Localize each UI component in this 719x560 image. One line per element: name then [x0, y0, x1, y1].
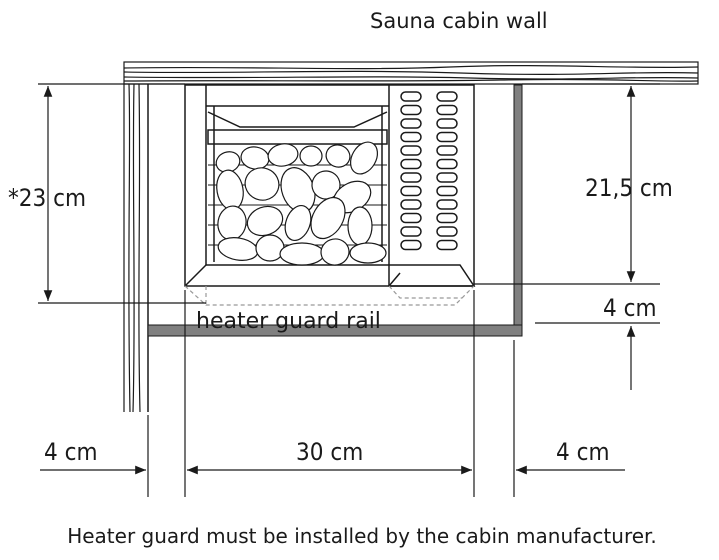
vent-slot — [400, 185, 422, 197]
sauna-stone — [349, 242, 387, 264]
vent-slot — [436, 212, 458, 224]
sauna-stone — [284, 204, 312, 242]
dim-4-vertical-label: 4 cm — [603, 294, 657, 322]
vent-slot — [436, 118, 458, 129]
caption: Heater guard must be installed by the ca… — [67, 524, 657, 548]
dim-23-label: *23 cm — [8, 184, 86, 212]
heater — [184, 84, 476, 287]
sauna-stone — [244, 167, 280, 201]
vent-slot — [436, 185, 458, 197]
dim-30-label: 30 cm — [296, 438, 363, 466]
vent-slot — [400, 226, 422, 237]
sauna-stone — [347, 206, 373, 246]
vent-slot — [400, 212, 422, 224]
vent-slot — [436, 131, 458, 143]
sauna-stone — [299, 145, 323, 167]
dim-left-gap-label: 4 cm — [44, 438, 98, 466]
vent-slot — [436, 104, 458, 116]
sauna-stone — [255, 234, 285, 262]
sauna-stone — [325, 144, 351, 168]
vent-slot — [400, 131, 422, 143]
dim-right-gap-label: 4 cm — [556, 438, 610, 466]
vent-slot — [436, 172, 458, 183]
vent-slot — [400, 145, 422, 156]
heater-guard — [147, 84, 523, 337]
vent-slot — [400, 199, 422, 210]
sauna-stone — [349, 141, 379, 175]
vent-slot — [400, 239, 422, 251]
vent-slot — [436, 91, 458, 102]
vent-slot — [436, 239, 458, 251]
vent-slot — [400, 118, 422, 129]
sauna-stone — [279, 242, 325, 266]
dim-21-5-label: 21,5 cm — [585, 174, 673, 202]
vent-slot — [436, 145, 458, 156]
side-wall — [123, 83, 149, 413]
sauna-stone — [267, 143, 299, 167]
sauna-stone — [310, 196, 346, 240]
title: Sauna cabin wall — [370, 9, 548, 33]
vent-slot — [400, 91, 422, 102]
ceiling-wall — [123, 61, 699, 85]
vent-slot — [400, 172, 422, 183]
sauna-stone — [320, 238, 350, 266]
heater-guard-rail — [184, 285, 475, 306]
rail-label: heater guard rail — [196, 309, 381, 334]
vent-slot — [436, 226, 458, 237]
sauna-stone — [246, 205, 284, 237]
vent-slot — [436, 158, 458, 170]
vent-slot — [400, 158, 422, 170]
vent-slot — [436, 199, 458, 210]
vent-slot — [400, 104, 422, 116]
